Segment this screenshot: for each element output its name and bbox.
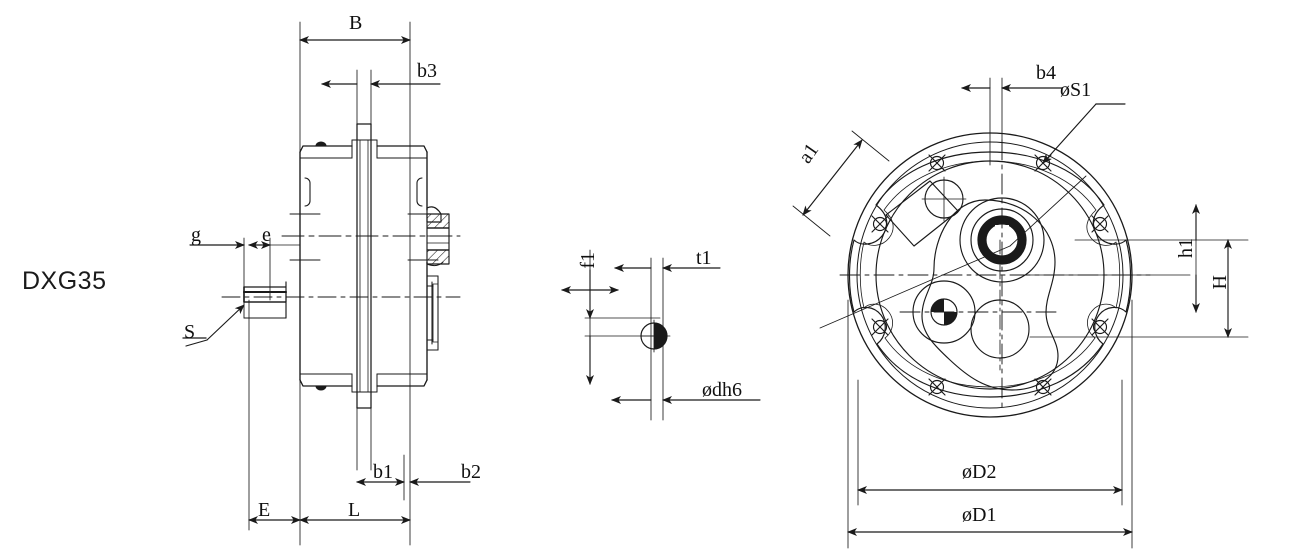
dim-label-D1: øD1 [962, 504, 997, 526]
shaft-keyway-section [640, 319, 671, 353]
front-face-view [792, 77, 1249, 549]
flange-scallop-inner [859, 160, 1121, 388]
flange-bolt-holes [871, 154, 1109, 396]
output-shaft [356, 123, 372, 409]
boss-circle [921, 176, 967, 222]
dim-label-h1: h1 [1175, 238, 1197, 258]
motor-flange-detail [426, 275, 439, 351]
dim-label-b4: b4 [1036, 62, 1056, 84]
dim-label-b3: b3 [417, 60, 437, 82]
dim-label-e: e [262, 224, 271, 246]
housing-body [299, 145, 428, 387]
hub-bushing [243, 281, 287, 319]
flange-scallop-profile [848, 151, 1132, 398]
leader-S [182, 304, 245, 347]
dim-label-S1: øS1 [1060, 79, 1092, 101]
leader-S1 [1042, 103, 1126, 164]
dim-label-dh6: ødh6 [702, 379, 742, 401]
dim-b4 [961, 77, 1063, 166]
dim-f1 [561, 269, 619, 385]
dim-label-t1: t1 [696, 247, 712, 269]
keyway-detail-view [561, 249, 761, 421]
dim-label-b1: b1 [373, 461, 393, 483]
dim-label-E: E [258, 499, 271, 521]
dim-label-S: S [184, 321, 196, 343]
dim-a1 [792, 130, 890, 237]
part-number-label: DXG35 [22, 267, 107, 295]
dim-label-H: H [1209, 275, 1231, 290]
internal-cavity [921, 199, 1059, 391]
dim-label-g: g [191, 224, 201, 246]
side-section-view [182, 21, 471, 546]
dim-label-b2: b2 [461, 461, 481, 483]
dim-label-D2: øD2 [962, 461, 997, 483]
side-port [304, 177, 423, 207]
dim-label-L: L [348, 499, 361, 521]
dim-label-B: B [349, 12, 363, 34]
dim-label-f1: f1 [577, 252, 599, 269]
nameplate [885, 180, 959, 247]
